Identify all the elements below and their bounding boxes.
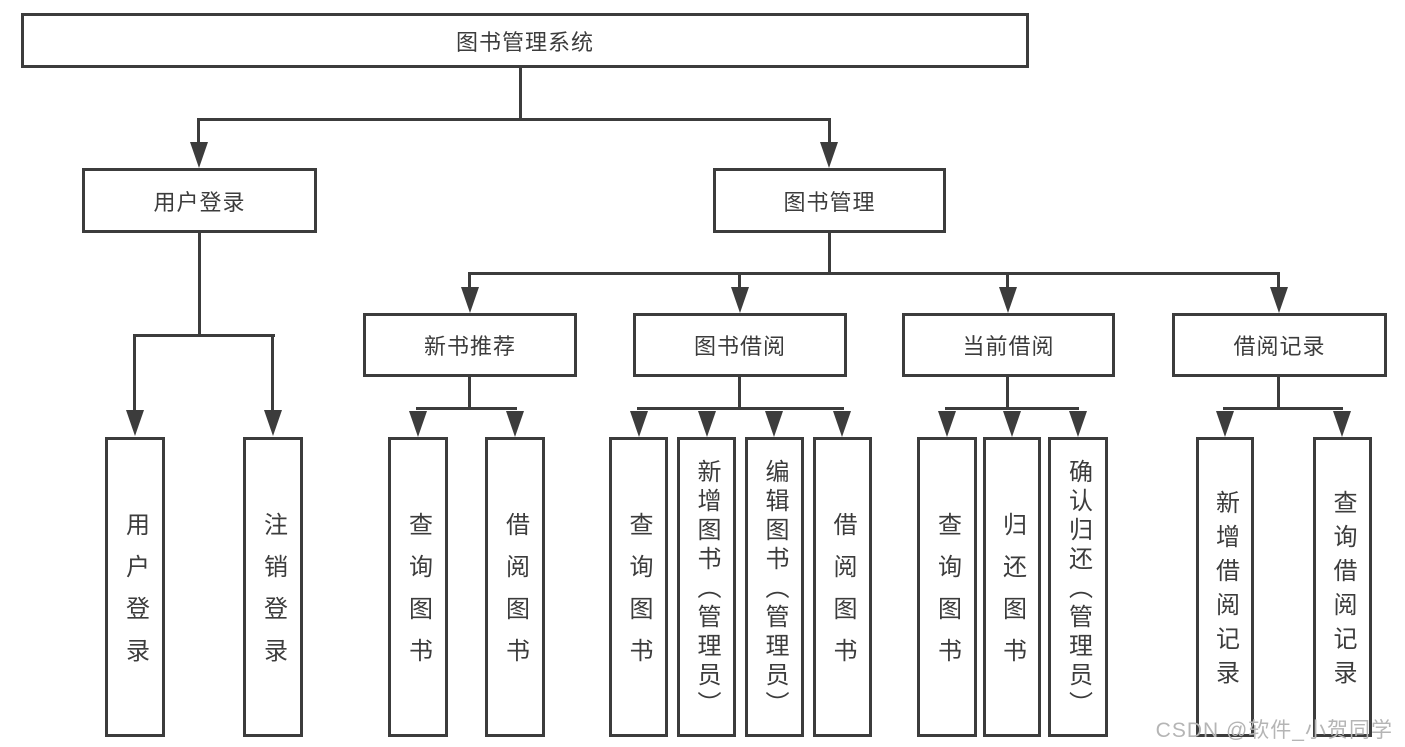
arrow-to-current-borrowing	[999, 287, 1017, 313]
connector-user-login-trunk	[198, 233, 201, 337]
connector-groupB-trunk	[738, 377, 741, 409]
node-new-book-recommend: 新书推荐	[363, 313, 577, 377]
connector-groupA-hline	[416, 407, 517, 410]
arrow-to-book-borrowing	[731, 287, 749, 313]
leaf-query-books-recommend-label: 查询图书	[404, 512, 432, 680]
arrow-to-book-management	[820, 142, 838, 168]
leaf-query-borrow-record-label: 查询借阅记录	[1329, 490, 1356, 694]
arrow-groupD-1	[1216, 411, 1234, 437]
leaf-borrow-books-recommend-label: 借阅图书	[501, 512, 529, 680]
connector-groupC-hline	[945, 407, 1079, 410]
leaf-user-login-label: 用户登录	[121, 512, 149, 680]
connector-groupD-hline	[1223, 407, 1343, 410]
arrow-groupA-2	[506, 411, 524, 437]
node-user-login-label: 用户登录	[153, 189, 246, 215]
connector-groupB-hline	[637, 407, 844, 410]
connector-root-trunk	[519, 68, 522, 121]
node-borrowing-records: 借阅记录	[1172, 313, 1387, 377]
node-book-management: 图书管理	[713, 168, 946, 233]
connector-book-mgmt-trunk	[828, 233, 831, 275]
leaf-add-book-admin-label: 新增图书（管理员）	[693, 459, 720, 720]
node-book-borrowing: 图书借阅	[633, 313, 847, 377]
arrow-groupB-2	[698, 411, 716, 437]
node-current-borrowing: 当前借阅	[902, 313, 1115, 377]
leaf-borrow-books-borrowing: 借阅图书	[813, 437, 872, 737]
arrow-groupB-3	[765, 411, 783, 437]
leaf-add-book-admin: 新增图书（管理员）	[677, 437, 736, 737]
leaf-add-borrow-record: 新增借阅记录	[1196, 437, 1254, 737]
leaf-query-borrow-record: 查询借阅记录	[1313, 437, 1372, 737]
leaf-logout-label: 注销登录	[259, 512, 287, 680]
arrow-to-leaf-user-login	[126, 410, 144, 436]
arrow-groupC-2	[1003, 411, 1021, 437]
leaf-return-books: 归还图书	[983, 437, 1041, 737]
connector-root-stem-left	[197, 118, 200, 144]
arrow-groupD-2	[1333, 411, 1351, 437]
arrow-groupA-1	[409, 411, 427, 437]
leaf-query-books-borrowing-label: 查询图书	[625, 512, 652, 680]
node-current-borrowing-label: 当前借阅	[962, 334, 1055, 359]
leaf-return-books-label: 归还图书	[998, 512, 1026, 680]
leaf-logout: 注销登录	[243, 437, 303, 737]
leaf-edit-book-admin-label: 编辑图书（管理员）	[761, 459, 788, 720]
node-user-login: 用户登录	[82, 168, 317, 233]
arrow-to-borrowing-records	[1270, 287, 1288, 313]
connector-level3-stem-1	[468, 272, 471, 289]
connector-user-login-hline	[133, 334, 275, 337]
connector-level3-stem-2	[738, 272, 741, 289]
connector-root-stem-right	[828, 118, 831, 144]
connector-level3-stem-4	[1277, 272, 1280, 289]
node-root-label: 图书管理系统	[455, 29, 594, 55]
csdn-watermark: CSDN @软件_小贺同学	[1155, 719, 1393, 742]
leaf-edit-book-admin: 编辑图书（管理员）	[745, 437, 804, 737]
leaf-confirm-return-admin: 确认归还（管理员）	[1048, 437, 1108, 737]
connector-user-login-stem-left	[133, 334, 136, 412]
node-new-book-recommend-label: 新书推荐	[423, 334, 516, 359]
connector-groupD-trunk	[1277, 377, 1280, 409]
arrow-groupC-3	[1069, 411, 1087, 437]
leaf-query-books-recommend: 查询图书	[388, 437, 448, 737]
leaf-query-books-borrowing: 查询图书	[609, 437, 668, 737]
leaf-confirm-return-admin-label: 确认归还（管理员）	[1064, 459, 1092, 720]
leaf-borrow-books-borrowing-label: 借阅图书	[829, 512, 856, 680]
leaf-query-books-current-label: 查询图书	[933, 512, 961, 680]
arrow-to-new-book-recommend	[461, 287, 479, 313]
node-book-management-label: 图书管理	[783, 189, 876, 215]
arrow-to-user-login	[190, 142, 208, 168]
connector-root-hline	[198, 118, 831, 121]
arrow-groupB-1	[630, 411, 648, 437]
connector-groupC-trunk	[1006, 377, 1009, 409]
connector-level3-hline	[468, 272, 1280, 275]
arrow-to-leaf-logout	[264, 410, 282, 436]
node-borrowing-records-label: 借阅记录	[1233, 334, 1326, 359]
leaf-borrow-books-recommend: 借阅图书	[485, 437, 545, 737]
node-book-borrowing-label: 图书借阅	[693, 334, 786, 359]
arrow-groupB-4	[833, 411, 851, 437]
leaf-query-books-current: 查询图书	[917, 437, 977, 737]
connector-groupA-trunk	[468, 377, 471, 409]
leaf-add-borrow-record-label: 新增借阅记录	[1211, 490, 1239, 694]
node-root: 图书管理系统	[21, 13, 1029, 68]
connector-level3-stem-3	[1006, 272, 1009, 289]
arrow-groupC-1	[938, 411, 956, 437]
connector-user-login-stem-right	[271, 334, 274, 412]
leaf-user-login: 用户登录	[105, 437, 165, 737]
